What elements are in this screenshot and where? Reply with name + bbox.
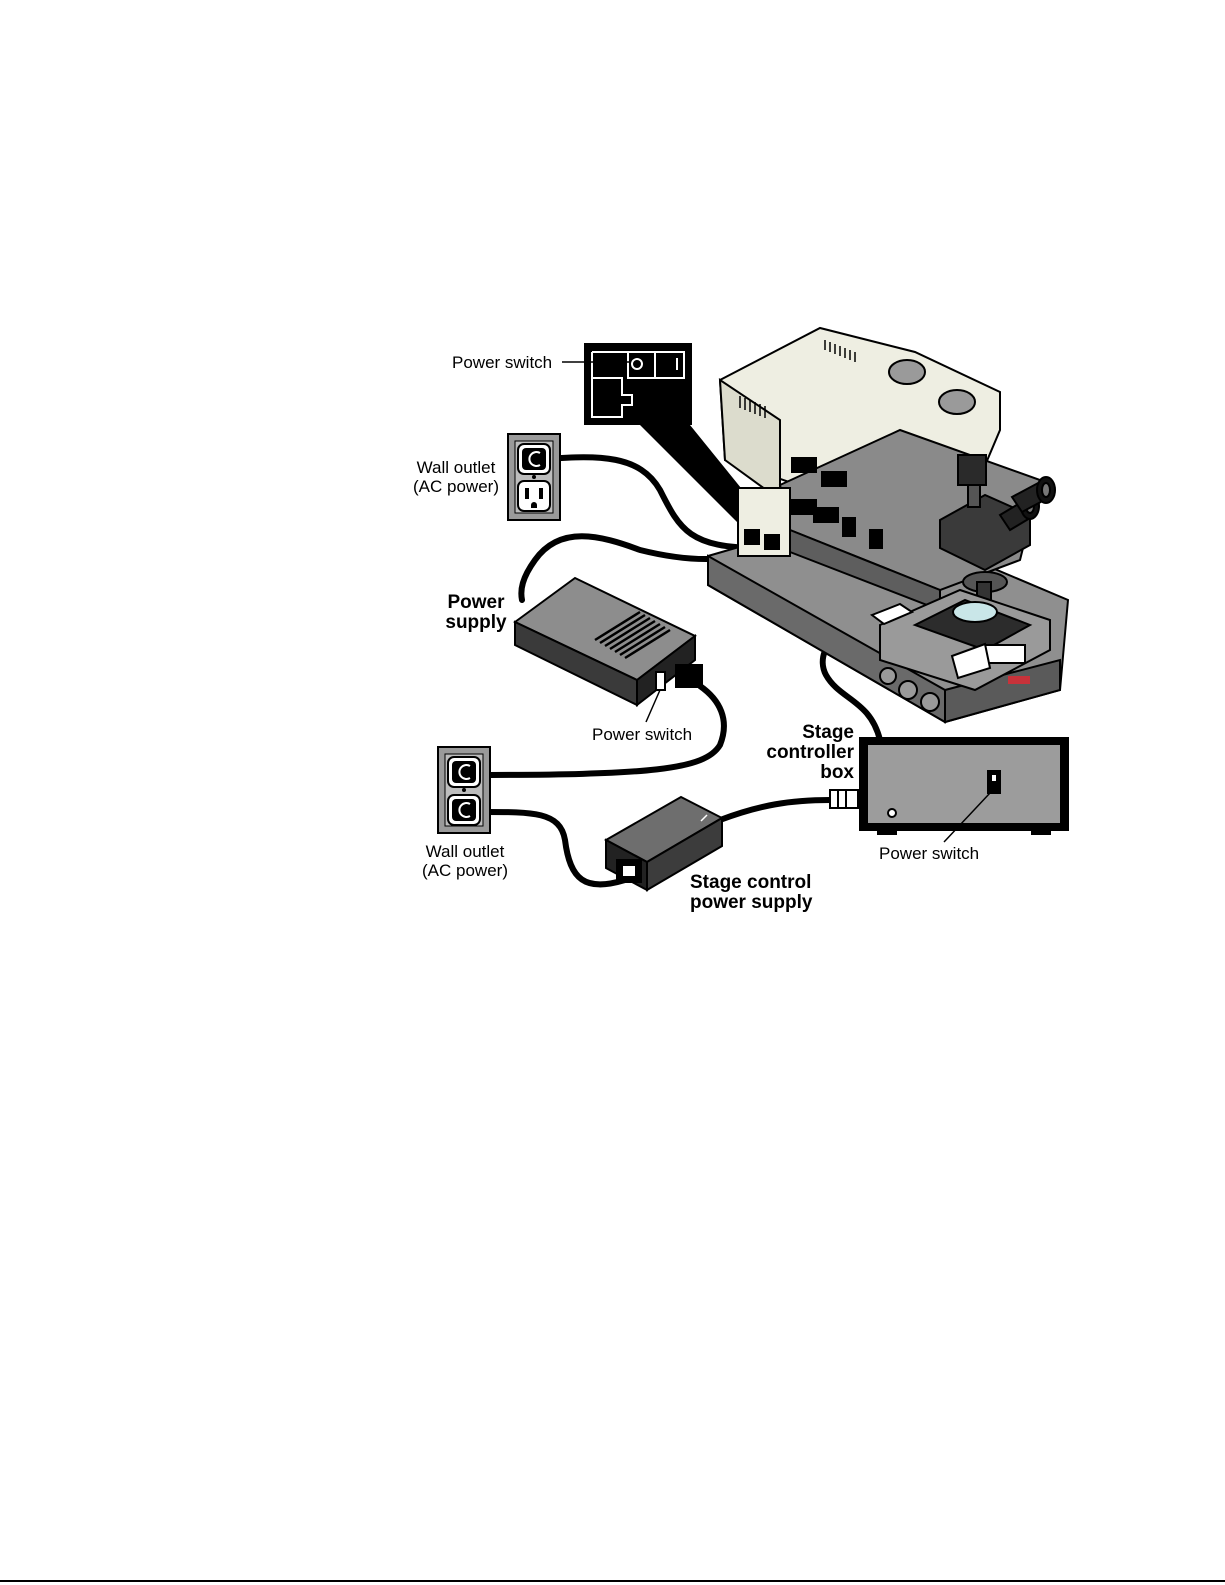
- label-stage-controller-box-line2: controller: [748, 743, 854, 763]
- cover-knob-right: [939, 390, 975, 414]
- switch-closeup-box: [584, 343, 692, 425]
- label-stage-control-power-supply-line2: power supply: [690, 893, 812, 913]
- label-power-switch-top: Power switch: [452, 353, 552, 372]
- cover-knob-left: [889, 360, 925, 384]
- focus-knob-3: [921, 693, 939, 711]
- page-bottom-rule: [0, 1580, 1225, 1582]
- focus-knob-2: [899, 681, 917, 699]
- label-stage-controller-box-line1: Stage: [748, 723, 854, 743]
- controller-led: [888, 809, 896, 817]
- label-power-supply-line1: Power: [438, 593, 514, 613]
- label-stage-controller-box: Stage controller box: [748, 723, 854, 783]
- power-supply-unit: [515, 578, 702, 722]
- wall-outlet-bottom: [438, 747, 490, 833]
- label-wall-outlet-bottom: Wall outlet (AC power): [417, 842, 513, 880]
- power-supply-plug: [676, 665, 702, 687]
- label-stage-control-power-supply: Stage control power supply: [690, 873, 812, 913]
- label-wall-outlet-top: Wall outlet (AC power): [408, 458, 504, 496]
- label-power-switch-controller: Power switch: [879, 844, 979, 863]
- label-wall-outlet-top-line2: (AC power): [408, 477, 504, 496]
- label-stage-controller-box-line3: box: [748, 763, 854, 783]
- wall-outlet-top: [508, 434, 560, 520]
- stage-controller-box-unit: [830, 738, 1068, 842]
- power-supply-switch: [656, 672, 665, 690]
- label-wall-outlet-bottom-line2: (AC power): [417, 861, 513, 880]
- label-wall-outlet-top-line1: Wall outlet: [408, 458, 504, 477]
- specimen-slide: [953, 602, 997, 622]
- camera-block: [958, 455, 986, 485]
- focus-knob-1: [880, 668, 896, 684]
- label-stage-control-power-supply-line1: Stage control: [690, 873, 812, 893]
- microscope: [708, 328, 1068, 722]
- cable-stage-psu-to-controller: [720, 800, 830, 820]
- label-power-supply-line2: supply: [438, 613, 514, 633]
- label-power-supply: Power supply: [438, 593, 514, 633]
- label-wall-outlet-bottom-line1: Wall outlet: [417, 842, 513, 861]
- label-power-switch-supply: Power switch: [592, 725, 692, 744]
- plug-inserted: [522, 448, 546, 470]
- controller-connector: [830, 790, 858, 808]
